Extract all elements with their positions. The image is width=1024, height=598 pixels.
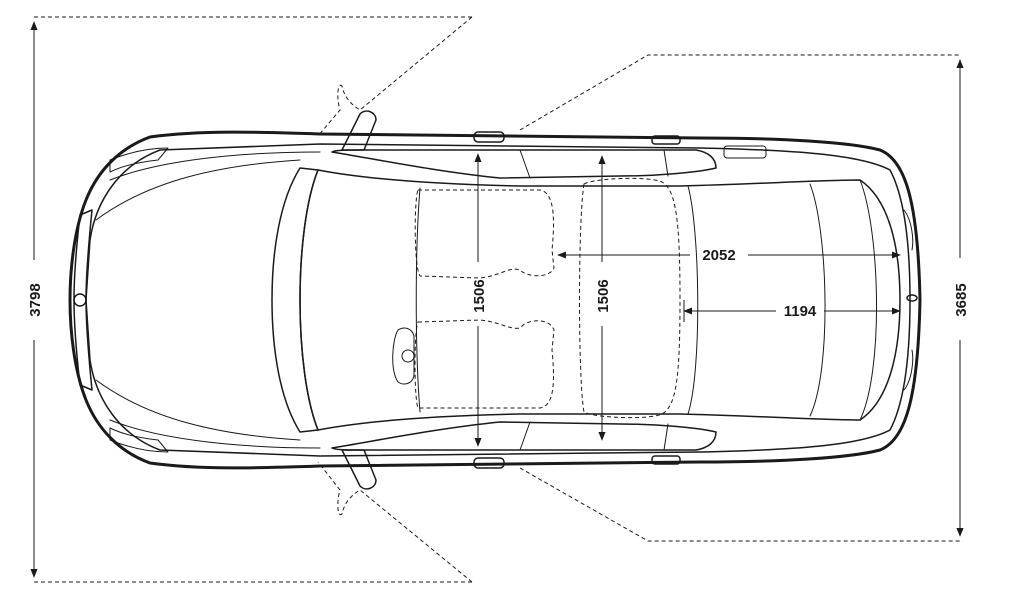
door-swing-outlines [34, 16, 960, 583]
rear-window [809, 183, 826, 417]
left-mirror [341, 110, 377, 151]
rear-badge-icon [906, 294, 918, 302]
seat-outlines [414, 177, 681, 419]
car-body [68, 110, 922, 490]
dim-label-overall-width-doors: 3685 [953, 283, 970, 316]
front-grille [73, 209, 93, 391]
dim-label-cabin-length: 2052 [702, 247, 735, 264]
front-badge-icon [73, 293, 87, 307]
car-outline [68, 130, 922, 470]
windshield [271, 167, 319, 433]
dim-label-front-seat-width: 1506 [471, 279, 488, 312]
dim-label-overall-width-mirrors: 3798 [27, 283, 44, 316]
right-mirror [341, 449, 377, 490]
dimension-lines [30, 21, 964, 578]
dim-label-rear-seat-width: 1506 [595, 279, 612, 312]
dim-label-cargo-length: 1194 [784, 303, 817, 320]
